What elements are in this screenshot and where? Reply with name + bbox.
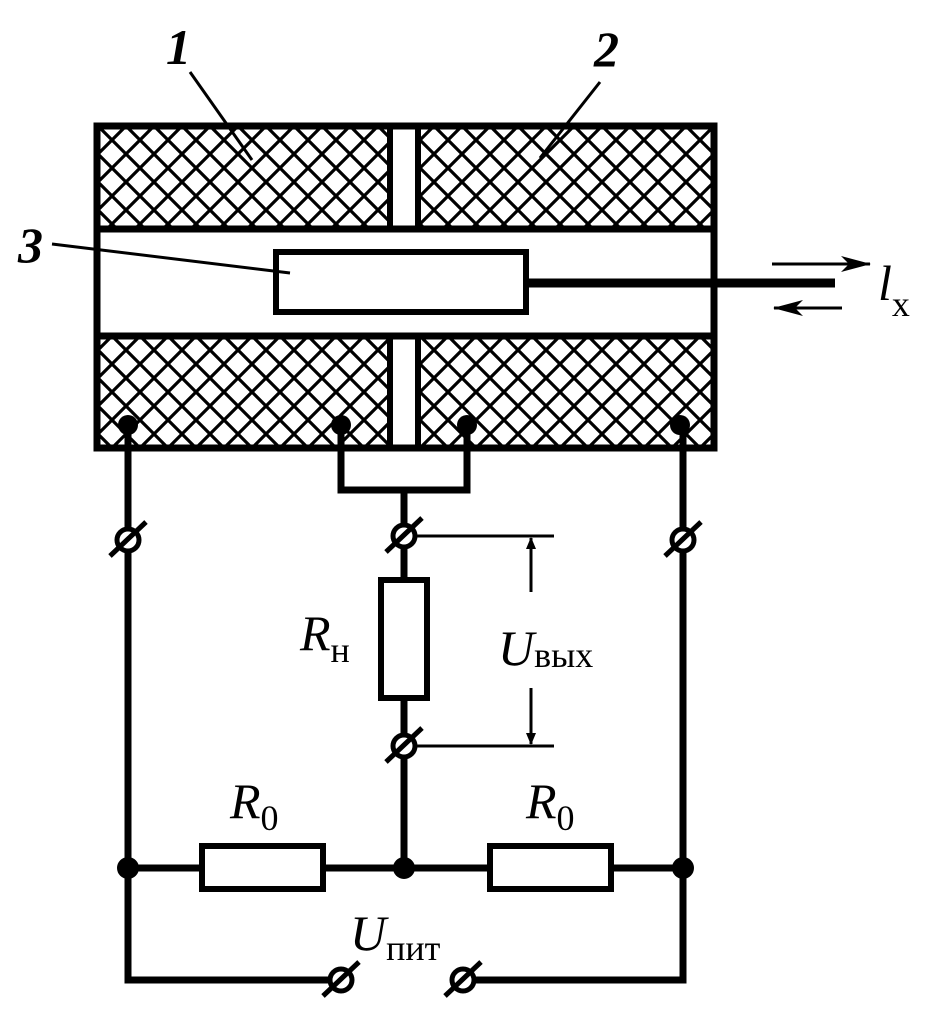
junction-dot (393, 857, 415, 879)
output-voltage-label: Uвых (498, 620, 593, 676)
supply-voltage-label: Uпит (350, 905, 441, 968)
callout-3: 3 (17, 217, 43, 273)
displacement-label: lx (878, 255, 910, 324)
transducer (93, 122, 835, 452)
junction-dot (117, 857, 139, 879)
connector-left (108, 520, 148, 558)
junctions (117, 857, 694, 879)
callout-2-leader (538, 81, 602, 159)
displacement-symbol: l (878, 255, 892, 311)
connectors (108, 516, 703, 998)
callout-1-leader (188, 71, 254, 161)
resistors (199, 577, 614, 892)
connector-right (663, 520, 703, 558)
bridge-resistor-right (487, 843, 614, 892)
wiring (124, 425, 687, 984)
connector-supply-right (443, 960, 483, 998)
connector-supply-left (321, 960, 361, 998)
bridge-resistor-left-label: R0 (229, 773, 279, 838)
movable-core (273, 249, 529, 315)
supply-loop-left (124, 868, 341, 984)
coil-1-upper (99, 128, 389, 228)
load-resistor (378, 577, 430, 701)
displacement-subscript: x (892, 284, 910, 324)
callout-2: 2 (593, 21, 619, 77)
bridge-resistor-left (199, 843, 326, 892)
callout-3-leader (51, 242, 291, 275)
callouts: 1 2 3 (17, 19, 619, 275)
junction-dot (672, 857, 694, 879)
callout-1: 1 (166, 19, 191, 75)
coil-2-upper (420, 128, 712, 228)
output-voltage-indicator (415, 534, 554, 748)
bridge-resistor-right-label: R0 (525, 773, 575, 838)
load-resistor-label: Rн (299, 605, 350, 670)
supply-loop-right (463, 868, 687, 984)
displacement-indicator: lx (772, 255, 910, 324)
